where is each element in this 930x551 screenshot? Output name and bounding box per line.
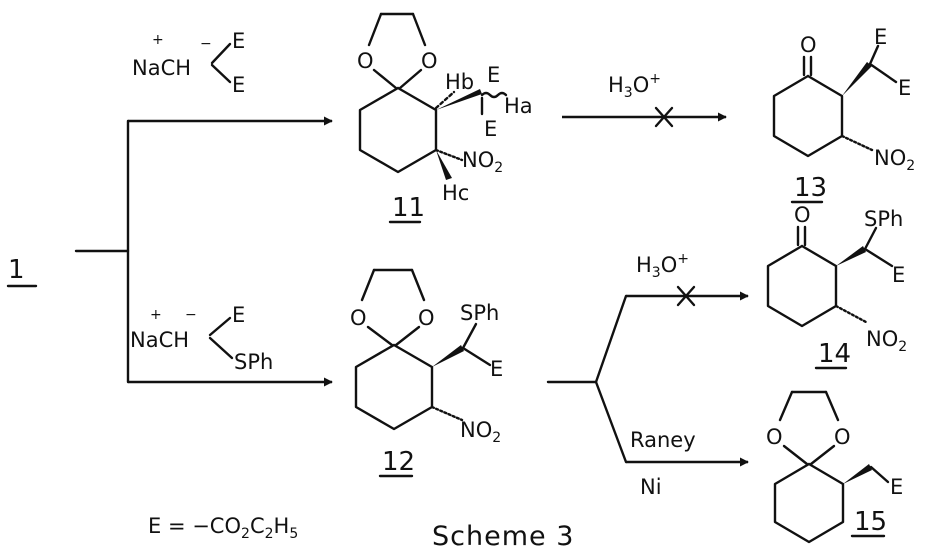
- plus-charge: +: [152, 32, 164, 48]
- reagent-bottom: + − NaCH E SPh: [130, 303, 273, 374]
- oxygen-atom: O: [418, 306, 435, 330]
- oxygen-atom: O: [350, 306, 367, 330]
- scheme-caption: Scheme 3: [432, 521, 574, 551]
- atom-no2: NO2: [866, 327, 907, 355]
- oxygen-atom: O: [766, 425, 783, 449]
- arrow-11-to-13: H3O+: [562, 71, 727, 128]
- atom-sph: SPh: [864, 207, 903, 231]
- compound-15-label: 15: [854, 507, 887, 537]
- compound-12-label: 12: [382, 447, 415, 477]
- compound-13: O E E NO2 13: [772, 25, 915, 204]
- compound-12: O O SPh E NO2 12: [350, 268, 503, 478]
- compound-15: O O E 15: [766, 390, 903, 544]
- wedge-bond: [436, 150, 452, 180]
- start-compound-1: 1: [6, 255, 38, 288]
- reagent-formula: NaCH: [132, 56, 191, 80]
- oxygen-atom: O: [794, 203, 811, 227]
- reagent-sub-e1: E: [232, 29, 245, 53]
- e-definition: E = −CO2C2H5: [148, 514, 298, 542]
- reagent-h3o-plus: H3O+: [608, 71, 661, 101]
- branch-arrows-from-1: [74, 116, 333, 387]
- reagent-sub-e: E: [232, 303, 245, 327]
- compound-1-label: 1: [8, 255, 25, 285]
- atom-e: E: [892, 263, 905, 287]
- oxygen-atom: O: [357, 49, 374, 73]
- atom-no2: NO2: [460, 418, 501, 446]
- reagent-h3o-plus: H3O+: [636, 251, 689, 281]
- atom-e: E: [490, 357, 503, 381]
- atom-e: E: [874, 25, 887, 49]
- cross-mark: [654, 106, 674, 128]
- reagent-sub-sph: SPh: [234, 350, 273, 374]
- atom-e: E: [487, 63, 500, 87]
- reagent-top: + − NaCH E E: [132, 29, 245, 97]
- reagent-sub-e2: E: [232, 73, 245, 97]
- minus-charge: −: [200, 36, 212, 52]
- oxygen-atom: O: [834, 425, 851, 449]
- reagent-raney: Raney: [630, 428, 696, 452]
- branch-arrows-from-12: H3O+ Raney Ni: [546, 251, 749, 499]
- atom-no2: NO2: [874, 146, 915, 174]
- reagent-formula: NaCH: [130, 328, 189, 352]
- reagent-ni: Ni: [640, 475, 662, 499]
- atom-e: E: [890, 475, 903, 499]
- compound-13-label: 13: [794, 173, 827, 203]
- atom-e: E: [484, 117, 497, 141]
- oxygen-atom: O: [800, 33, 817, 57]
- atom-hc: Hc: [442, 181, 469, 205]
- atom-hb: Hb: [445, 70, 474, 94]
- atom-no2: NO2: [462, 148, 503, 176]
- atom-ha: Ha: [504, 94, 533, 118]
- oxygen-atom: O: [421, 49, 438, 73]
- compound-11: O O Hb E Ha E NO2 Hc 11: [357, 12, 533, 224]
- compound-11-label: 11: [392, 193, 425, 223]
- minus-charge: −: [185, 307, 197, 323]
- compound-14-label: 14: [818, 339, 851, 369]
- cross-mark: [676, 285, 696, 307]
- wedge-bond: [436, 89, 482, 110]
- atom-sph: SPh: [460, 301, 499, 325]
- compound-14: O SPh E NO2 14: [766, 203, 907, 370]
- atom-e: E: [898, 76, 911, 100]
- plus-charge: +: [150, 307, 162, 323]
